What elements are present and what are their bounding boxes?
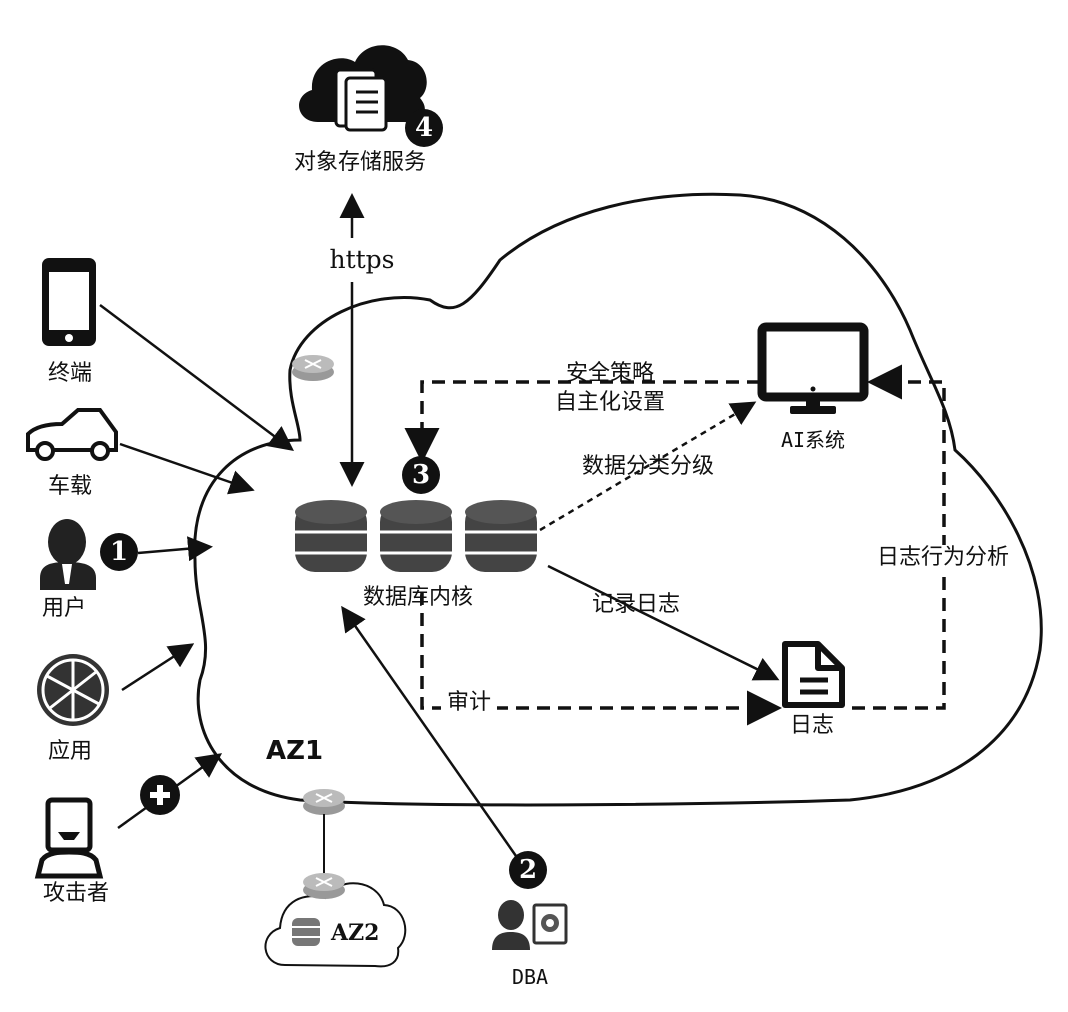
dba-arrow bbox=[341, 605, 518, 857]
step-badge-1: 1 bbox=[100, 533, 138, 571]
label-policy-line1: 安全策略 bbox=[565, 361, 655, 386]
data-classification-arrow bbox=[539, 401, 757, 532]
phone-icon bbox=[42, 258, 96, 346]
database-icon bbox=[295, 500, 367, 572]
label-terminal: 终端 bbox=[47, 361, 93, 386]
label-log: 日志 bbox=[789, 713, 835, 738]
router-icon bbox=[303, 873, 345, 899]
user-icon bbox=[40, 519, 96, 590]
label-record-log: 记录日志 bbox=[591, 592, 681, 617]
record-log-arrow bbox=[547, 564, 780, 681]
database-icon bbox=[465, 500, 537, 572]
document-icon bbox=[782, 641, 845, 708]
label-attacker: 攻击者 bbox=[42, 881, 110, 906]
application-arrow bbox=[121, 643, 195, 692]
step-badge-4: 4 bbox=[405, 109, 443, 147]
app-globe-icon bbox=[37, 654, 109, 726]
security-policy-path bbox=[404, 380, 760, 463]
database-icon bbox=[292, 918, 320, 946]
label-application: 应用 bbox=[47, 739, 93, 764]
cloud-storage-icon bbox=[299, 45, 427, 132]
terminal-arrow bbox=[99, 304, 294, 452]
user-arrow bbox=[137, 536, 213, 562]
label-ai-system: AI系统 bbox=[780, 428, 846, 452]
plus-icon bbox=[140, 775, 180, 815]
label-object-storage: 对象存储服务 bbox=[293, 150, 427, 175]
label-vehicle: 车载 bbox=[47, 474, 93, 499]
audit-path bbox=[420, 592, 782, 726]
label-az2: AZ2 bbox=[331, 920, 380, 946]
label-data-classification: 数据分类分级 bbox=[581, 454, 715, 479]
vehicle-arrow bbox=[119, 442, 255, 495]
router-icon bbox=[303, 789, 345, 815]
label-dba: DBA bbox=[511, 965, 549, 989]
label-policy-line2: 自主化设置 bbox=[554, 390, 666, 415]
label-log-behavior: 日志行为分析 bbox=[872, 545, 1014, 571]
dba-admin-icon bbox=[492, 900, 568, 950]
database-icon bbox=[380, 500, 452, 572]
step-badge-2: 2 bbox=[509, 851, 547, 889]
attacker-icon bbox=[34, 797, 104, 879]
label-user: 用户 bbox=[41, 596, 87, 621]
label-https: https bbox=[329, 245, 395, 274]
label-az1: AZ1 bbox=[266, 736, 324, 766]
label-db-kernel: 数据库内核 bbox=[362, 585, 474, 610]
label-audit: 审计 bbox=[440, 690, 498, 716]
step-badge-3: 3 bbox=[402, 456, 440, 494]
router-icon bbox=[292, 355, 334, 381]
monitor-icon bbox=[757, 322, 869, 414]
main-cloud-outline bbox=[193, 192, 1043, 807]
car-icon bbox=[26, 408, 118, 461]
